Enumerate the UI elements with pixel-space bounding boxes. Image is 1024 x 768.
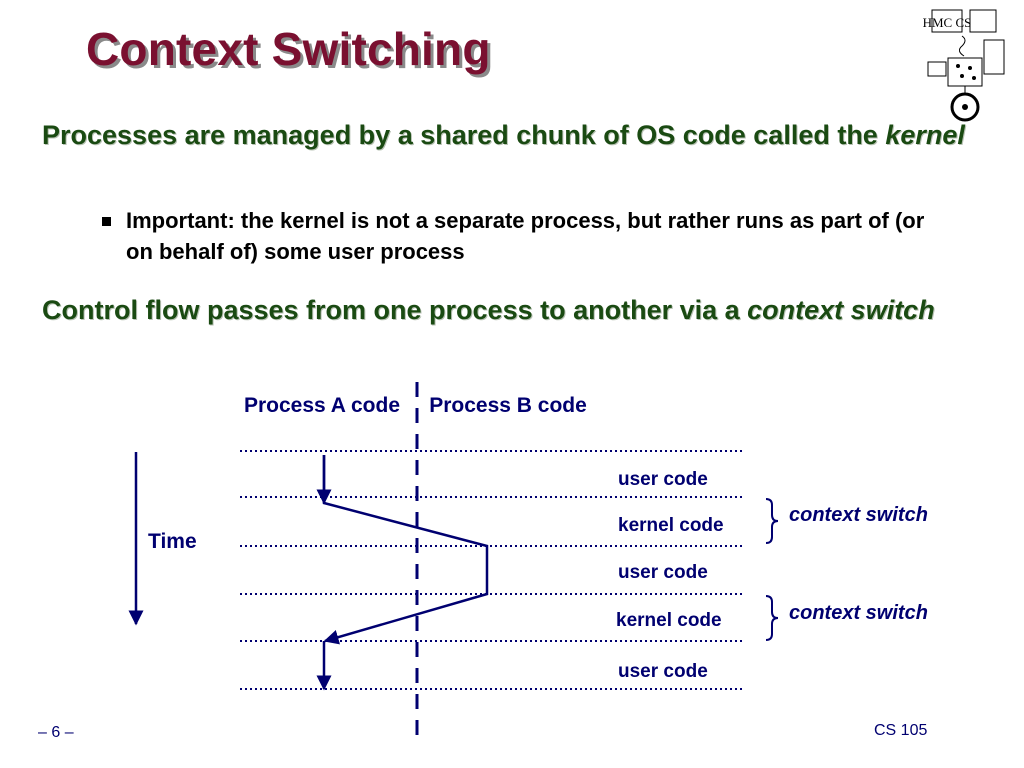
context-switch-label-1: context switch xyxy=(789,504,928,526)
sub-bullet-text: Important: the kernel is not a separate … xyxy=(126,208,925,264)
hmc-cs-logo: HMC CS xyxy=(923,9,1005,122)
brace-icon xyxy=(765,595,779,641)
context-switch-label-2: context switch xyxy=(789,602,928,624)
bullet-cs-text: Control flow passes from one process to … xyxy=(42,295,748,325)
time-label: Time xyxy=(148,530,197,553)
bullet-kernel-emph: kernel xyxy=(885,120,965,150)
bullet-cs-emph: context switch xyxy=(747,295,935,325)
segment-kernel-code-1: kernel code xyxy=(618,515,724,536)
course-name: CS 105 xyxy=(874,722,928,739)
control-flow-path xyxy=(322,455,489,645)
sub-bullet: Important: the kernel is not a separate … xyxy=(102,205,942,267)
brace-icon xyxy=(765,498,779,544)
bullet-context-switch: Control flow passes from one process to … xyxy=(42,293,1008,328)
segment-user-code-2: user code xyxy=(618,562,708,583)
process-b-label: Process B code xyxy=(429,394,587,417)
page-number: – 6 – xyxy=(38,724,74,741)
process-a-label: Process A code xyxy=(243,394,400,417)
bullet-kernel-text: Processes are managed by a shared chunk … xyxy=(42,120,886,150)
logo-text-hmc: HMC CS xyxy=(923,15,972,30)
square-bullet-icon xyxy=(102,217,111,226)
segment-user-code-3: user code xyxy=(618,661,708,682)
segment-user-code-1: user code xyxy=(618,469,708,490)
time-gridlines xyxy=(240,450,742,690)
bullet-kernel: Processes are managed by a shared chunk … xyxy=(42,118,1008,153)
segment-kernel-code-2: kernel code xyxy=(616,610,722,631)
slide-title: Context Switching xyxy=(86,23,491,75)
